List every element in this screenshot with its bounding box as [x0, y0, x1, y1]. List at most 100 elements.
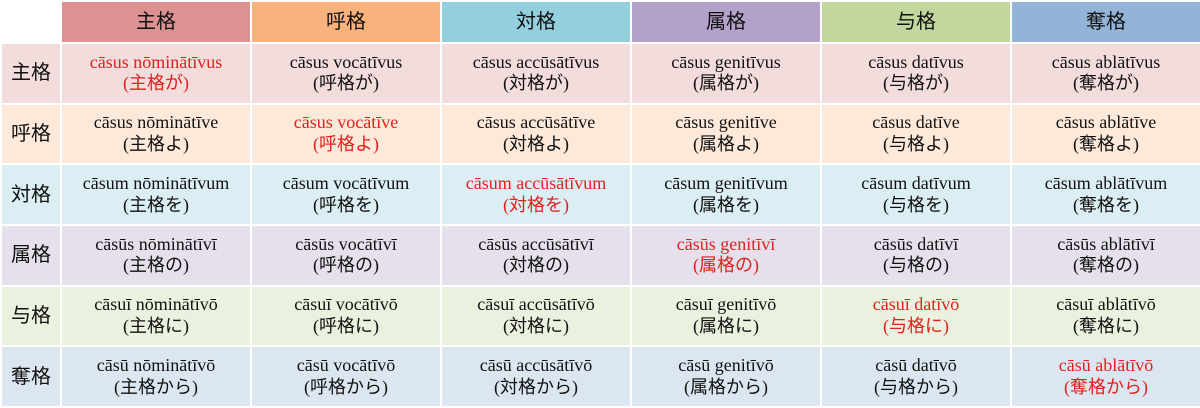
latin-phrase: cāsus nōminātīvus [89, 51, 223, 72]
case-cell: cāsus accūsātīve(対格よ) [440, 102, 632, 166]
case-cell: cāsū nōminātīvō(主格から) [60, 345, 252, 408]
latin-phrase: cāsū nōminātīvō [96, 355, 216, 376]
case-cell: cāsūs datīvī(与格の) [820, 223, 1012, 287]
japanese-gloss: (与格を) [883, 194, 949, 215]
row-header: 主格 [0, 42, 62, 105]
latin-phrase: cāsus datīve [872, 112, 960, 133]
japanese-gloss: (対格に) [503, 315, 569, 336]
header-row: 主格呼格対格属格与格奪格 [0, 0, 1200, 44]
case-cell: cāsūs vocātīvī(呼格の) [250, 223, 442, 287]
row-header: 属格 [0, 223, 62, 287]
latin-phrase: cāsum accūsātīvum [465, 173, 607, 194]
japanese-gloss: (主格よ) [123, 133, 189, 154]
latin-phrase: cāsūs nōminātīvī [95, 233, 217, 254]
latin-phrase: cāsuī datīvō [872, 294, 960, 315]
japanese-gloss: (対格よ) [503, 133, 569, 154]
latin-phrase: cāsus accūsātīvus [472, 51, 600, 72]
column-header: 呼格 [250, 0, 442, 44]
case-cell: cāsūs genitīvī(属格の) [630, 223, 822, 287]
case-cell: cāsum vocātīvum(呼格を) [250, 163, 442, 226]
row-header: 対格 [0, 163, 62, 226]
latin-phrase: cāsuī nōminātīvō [94, 294, 218, 315]
japanese-gloss: (奪格を) [1073, 194, 1139, 215]
latin-phrase: cāsū accūsātīvō [479, 355, 593, 376]
case-cell: cāsū ablātīvō(奪格から) [1010, 345, 1200, 408]
latin-phrase: cāsum genitīvum [664, 173, 788, 194]
japanese-gloss: (対格から) [494, 376, 578, 397]
japanese-gloss: (主格から) [114, 376, 198, 397]
japanese-gloss: (与格の) [883, 255, 949, 276]
japanese-gloss: (与格から) [874, 376, 958, 397]
case-cell: cāsūs ablātīvī(奪格の) [1010, 223, 1200, 287]
case-cell: cāsus vocātīvus(呼格が) [250, 42, 442, 105]
latin-phrase: cāsus nōminātīve [93, 112, 219, 133]
case-cell: cāsum ablātīvum(奪格を) [1010, 163, 1200, 226]
latin-phrase: cāsus ablātīve [1055, 112, 1157, 133]
latin-phrase: cāsus genitīvus [671, 51, 781, 72]
case-cell: cāsus accūsātīvus(対格が) [440, 42, 632, 105]
latin-phrase: cāsūs ablātīvī [1057, 233, 1155, 254]
latin-phrase: cāsuī accūsātīvō [477, 294, 595, 315]
case-cell: cāsus ablātīvus(奪格が) [1010, 42, 1200, 105]
case-cell: cāsūs accūsātīvī(対格の) [440, 223, 632, 287]
japanese-gloss: (属格の) [693, 255, 759, 276]
japanese-gloss: (奪格から) [1064, 376, 1148, 397]
japanese-gloss: (呼格が) [313, 73, 379, 94]
case-cell: cāsuī accūsātīvō(対格に) [440, 284, 632, 348]
case-cell: cāsus vocātīve(呼格よ) [250, 102, 442, 166]
japanese-gloss: (主格に) [123, 315, 189, 336]
latin-phrase: cāsū genitīvō [678, 355, 774, 376]
japanese-gloss: (主格の) [123, 255, 189, 276]
japanese-gloss: (対格の) [503, 255, 569, 276]
latin-phrase: cāsū vocātīvō [296, 355, 396, 376]
case-cell: cāsum datīvum(与格を) [820, 163, 1012, 226]
japanese-gloss: (与格に) [883, 315, 949, 336]
japanese-gloss: (主格が) [123, 73, 189, 94]
column-header: 属格 [630, 0, 822, 44]
japanese-gloss: (呼格を) [313, 194, 379, 215]
latin-phrase: cāsuī ablātīvō [1056, 294, 1156, 315]
japanese-gloss: (主格を) [123, 194, 189, 215]
case-cell: cāsuī genitīvō(属格に) [630, 284, 822, 348]
latin-phrase: cāsūs vocātīvī [295, 233, 397, 254]
japanese-gloss: (与格よ) [883, 133, 949, 154]
case-cell: cāsuī nōminātīvō(主格に) [60, 284, 252, 348]
japanese-gloss: (対格を) [503, 194, 569, 215]
latin-phrase: cāsum nōminātīvum [82, 173, 230, 194]
japanese-gloss: (対格が) [503, 73, 569, 94]
case-cell: cāsū accūsātīvō(対格から) [440, 345, 632, 408]
latin-phrase: cāsuī genitīvō [675, 294, 777, 315]
case-cell: cāsus nōminātīvus(主格が) [60, 42, 252, 105]
japanese-gloss: (属格が) [693, 73, 759, 94]
latin-phrase: cāsus genitīve [675, 112, 777, 133]
row-header: 与格 [0, 284, 62, 348]
case-cell: cāsum nōminātīvum(主格を) [60, 163, 252, 226]
japanese-gloss: (属格から) [684, 376, 768, 397]
case-cell: cāsum accūsātīvum(対格を) [440, 163, 632, 226]
latin-phrase: cāsus vocātīve [293, 112, 399, 133]
column-header: 対格 [440, 0, 632, 44]
latin-phrase: cāsūs accūsātīvī [478, 233, 594, 254]
row-header: 呼格 [0, 102, 62, 166]
row-header: 奪格 [0, 345, 62, 408]
japanese-gloss: (奪格の) [1073, 255, 1139, 276]
japanese-gloss: (奪格が) [1073, 73, 1139, 94]
case-cell: cāsuī ablātīvō(奪格に) [1010, 284, 1200, 348]
case-cell: cāsus nōminātīve(主格よ) [60, 102, 252, 166]
column-header: 与格 [820, 0, 1012, 44]
latin-phrase: cāsum datīvum [861, 173, 971, 194]
latin-phrase: cāsum vocātīvum [282, 173, 410, 194]
latin-phrase: cāsus datīvus [868, 51, 964, 72]
japanese-gloss: (属格に) [693, 315, 759, 336]
column-header: 主格 [60, 0, 252, 44]
japanese-gloss: (属格よ) [693, 133, 759, 154]
japanese-gloss: (呼格から) [304, 376, 388, 397]
case-cell: cāsus genitīve(属格よ) [630, 102, 822, 166]
latin-phrase: cāsūs datīvī [873, 233, 959, 254]
latin-phrase: cāsū ablātīvō [1058, 355, 1154, 376]
